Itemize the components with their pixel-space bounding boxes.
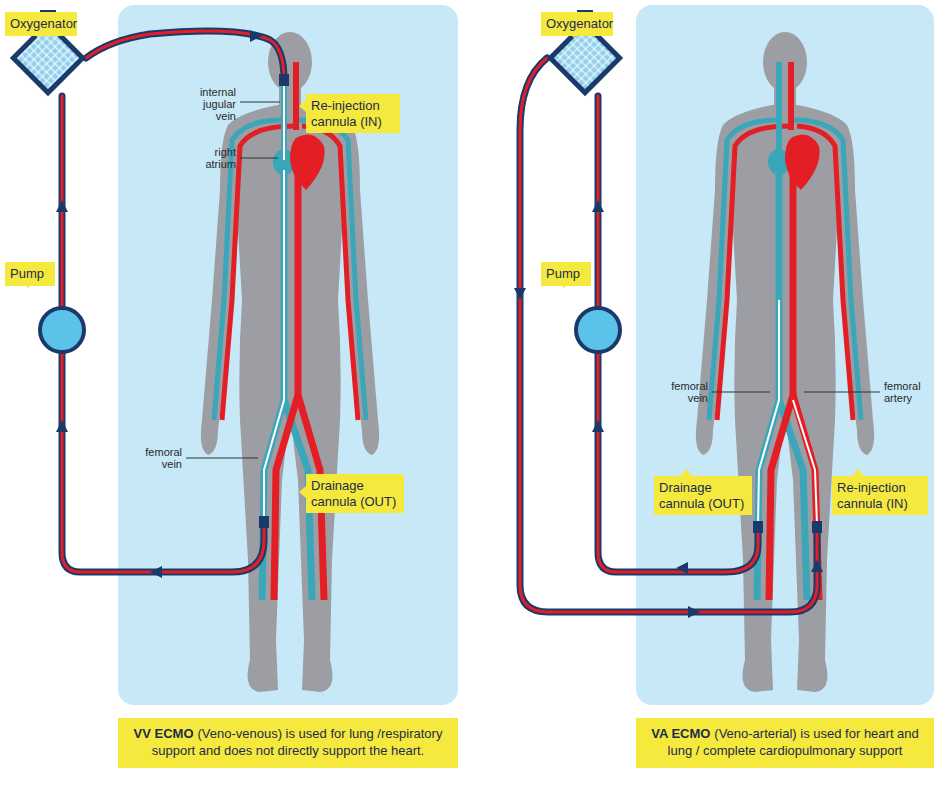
callout-label: Pump [5,262,55,286]
label-text: Re-injection cannula (IN) [837,480,908,511]
label-text: Drainage cannula (OUT) [659,480,744,511]
label-text: Oxygenator [546,16,613,31]
label-text: Re-injection cannula (IN) [311,98,382,129]
label-text: Pump [546,266,580,281]
label-text: Pump [10,266,44,281]
callout-label: Re-injection cannula (IN) [306,94,400,133]
vessel-label: femoral vein [136,446,182,470]
label-text: Drainage cannula (OUT) [311,478,396,509]
vessel-label: femoral artery [884,380,928,404]
label-text: Oxygenator [10,16,77,31]
callout-label: Oxygenator [5,12,77,36]
vessel-label: femoral vein [664,380,708,404]
caption-box: VA ECMO(Veno-arterial) is used for heart… [636,718,934,768]
callout-label: Drainage cannula (OUT) [654,476,752,515]
callout-label: Pump [541,262,591,286]
caption-heading: VV ECMO [134,726,194,741]
caption-text: (Veno-venous) is used for lung /respirat… [152,726,443,758]
caption-box: VV ECMO(Veno-venous) is used for lung /r… [118,718,458,768]
vessel-label: internal jugular vein [184,86,236,122]
callout-label: Re-injection cannula (IN) [832,476,928,515]
vessel-label: right atrium [184,146,236,170]
callout-label: Drainage cannula (OUT) [306,474,404,513]
caption-heading: VA ECMO [651,726,710,741]
callout-label: Oxygenator [541,12,613,36]
